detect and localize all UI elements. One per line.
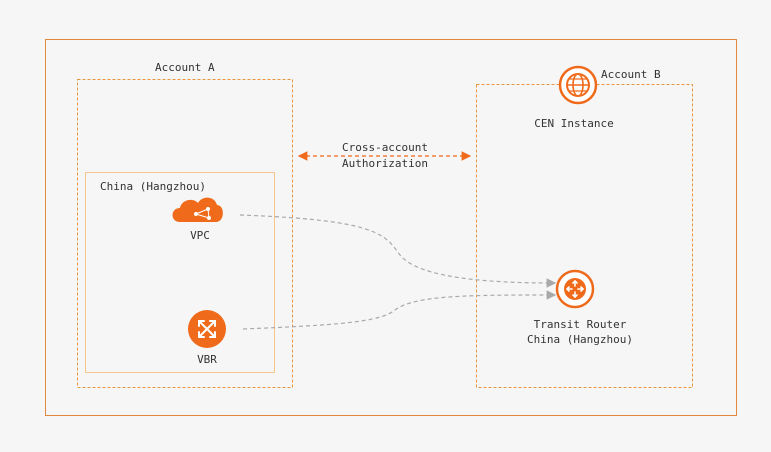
account-a-label: Account A bbox=[155, 61, 215, 74]
outer-frame bbox=[45, 39, 737, 416]
globe-icon bbox=[558, 65, 598, 105]
authorization-label-line2: Authorization bbox=[341, 157, 429, 170]
authorization-label-line1: Cross-account bbox=[341, 141, 429, 154]
region-label: China (Hangzhou) bbox=[100, 180, 206, 193]
account-a-box bbox=[77, 79, 293, 388]
transit-router-label-line1: Transit Router bbox=[533, 318, 627, 331]
vpc-label: VPC bbox=[190, 229, 210, 242]
region-box bbox=[85, 172, 275, 373]
account-b-label: Account B bbox=[601, 68, 661, 81]
transit-router-label-line2: China (Hangzhou) bbox=[527, 333, 633, 346]
router-icon bbox=[188, 310, 226, 348]
cen-instance-label: CEN Instance bbox=[534, 117, 614, 130]
vbr-connector bbox=[242, 290, 557, 330]
vbr-label: VBR bbox=[197, 353, 217, 366]
vpc-connector bbox=[239, 214, 557, 288]
transit-router-icon bbox=[555, 269, 595, 309]
cloud-network-icon bbox=[172, 197, 223, 222]
